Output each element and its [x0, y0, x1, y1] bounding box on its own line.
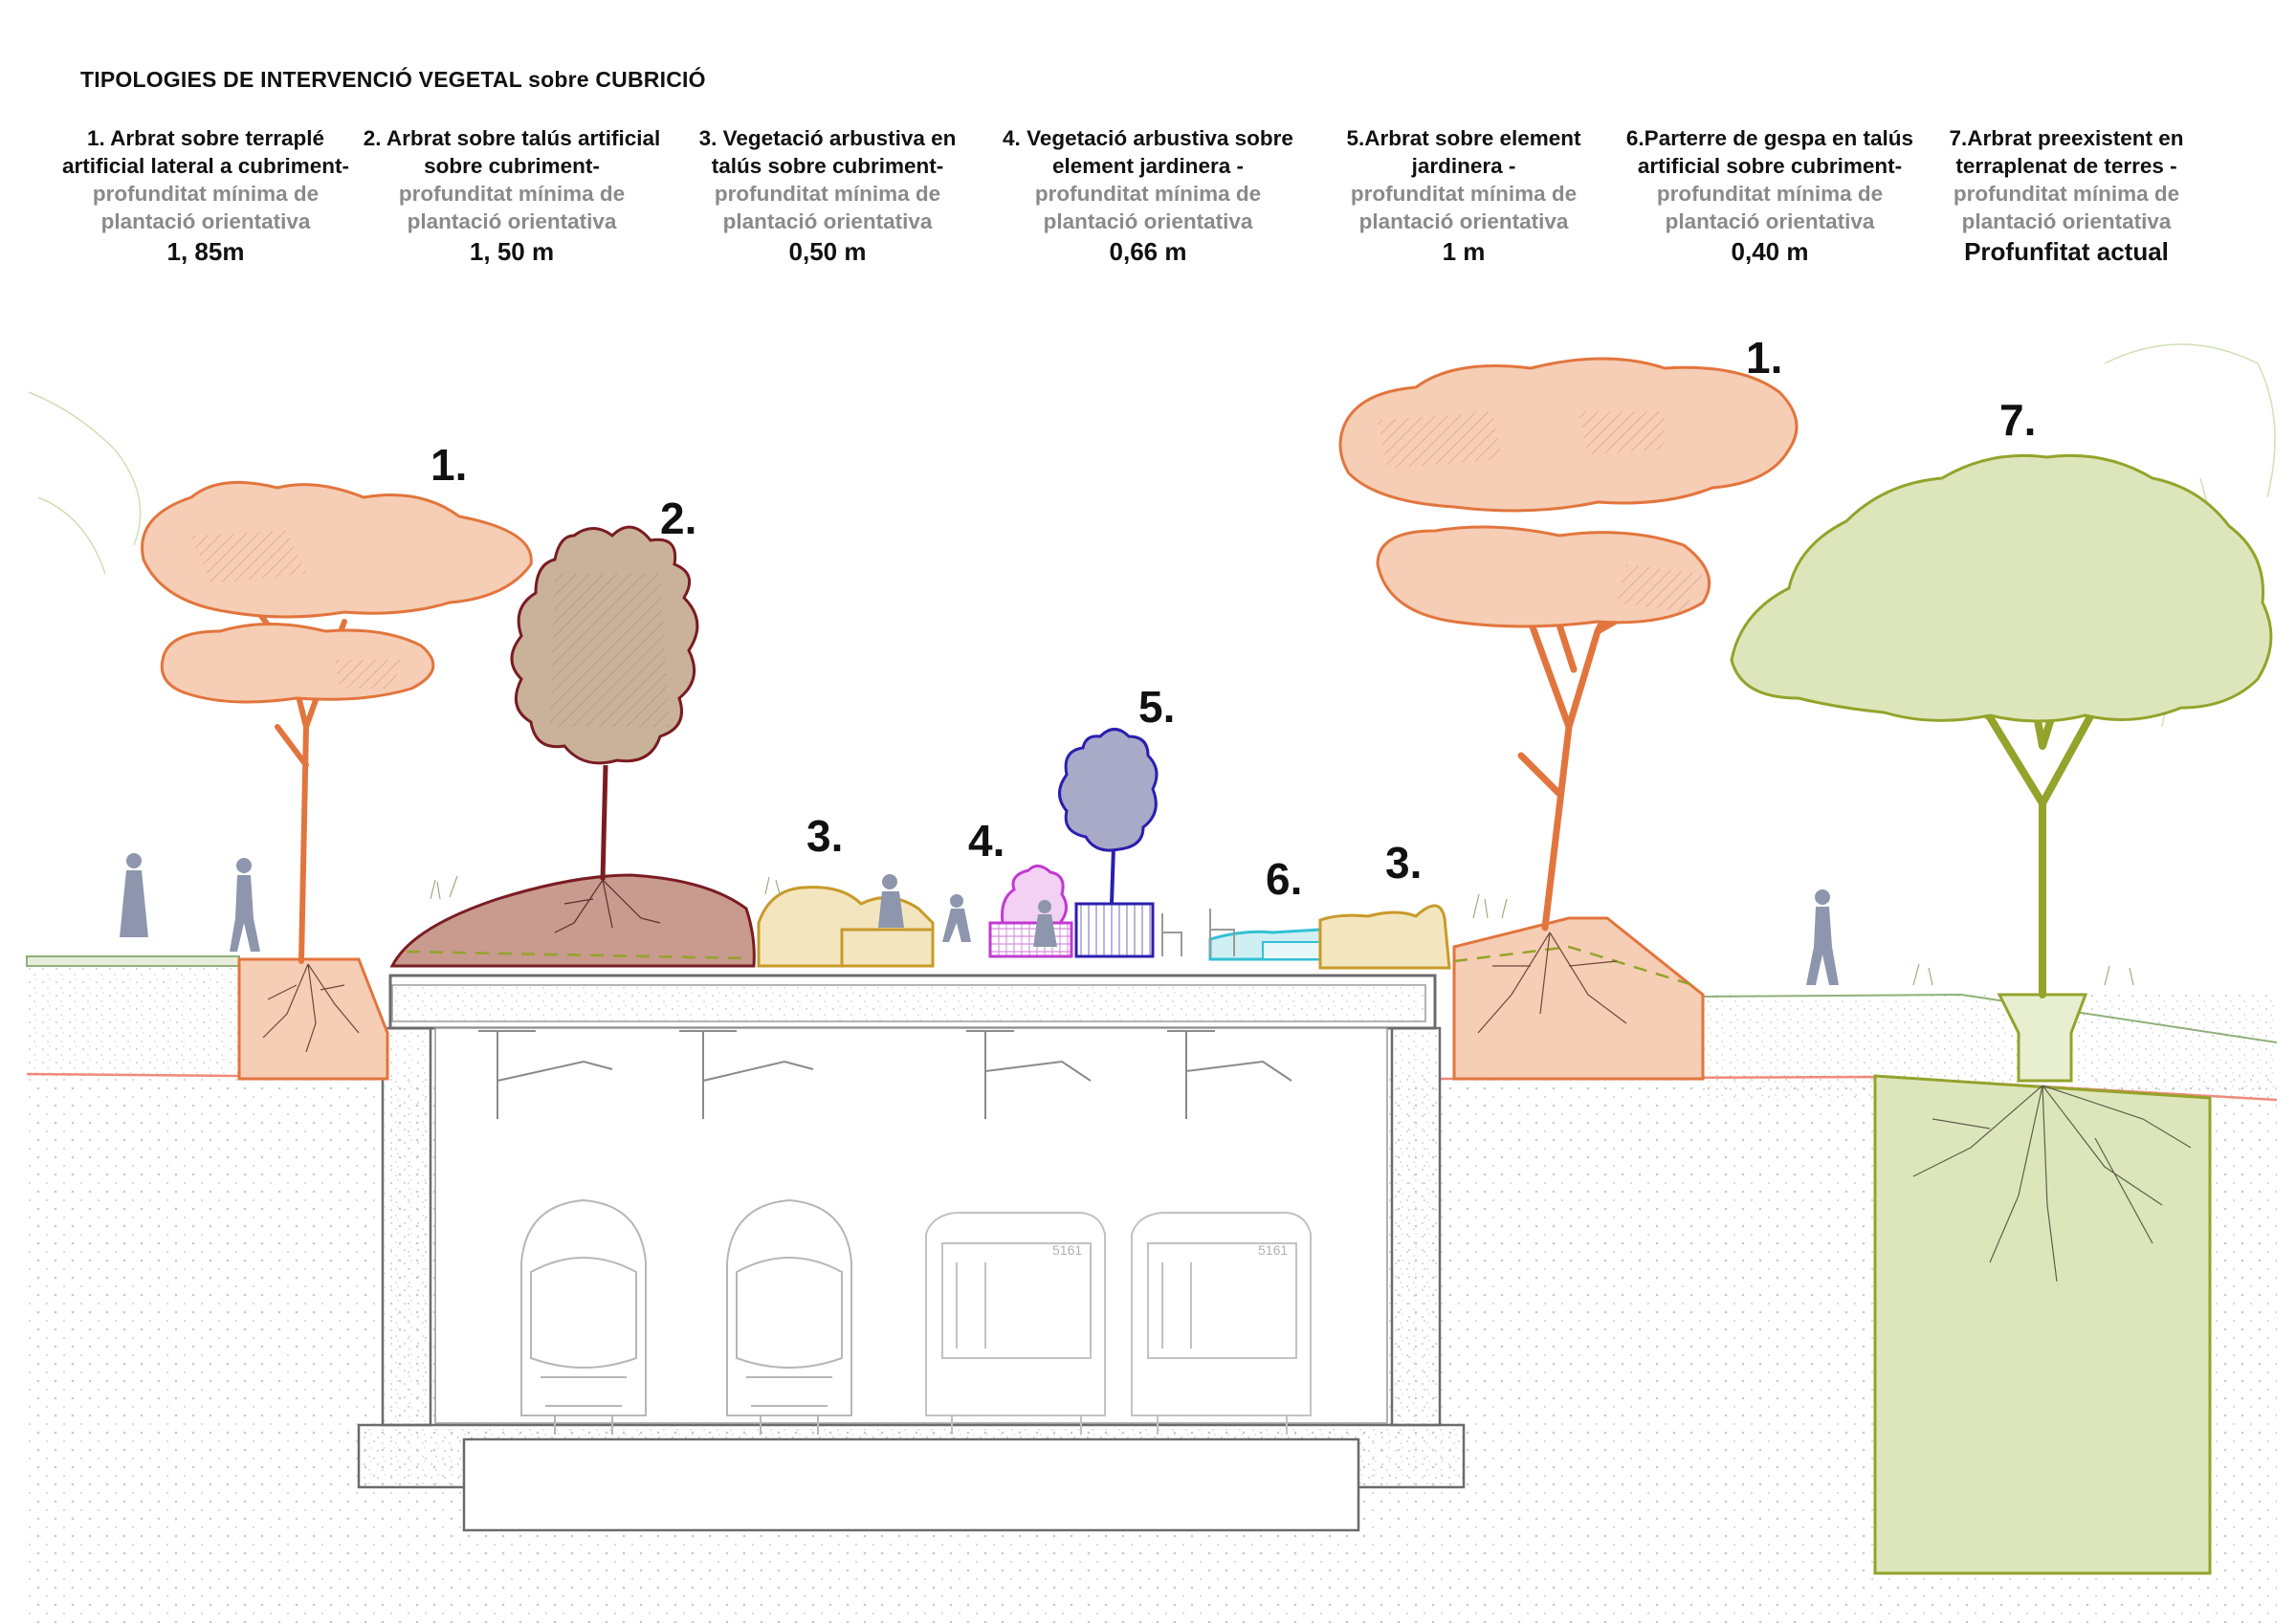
pedestrian-silhouette — [1033, 900, 1057, 947]
legend-subtext: plantació orientativa — [1665, 209, 1875, 233]
legend-column-4: 4. Vegetació arbustiva sobre element jar… — [985, 124, 1311, 266]
legend-depth: 1, 85m — [166, 237, 245, 266]
train-front-1 — [520, 1198, 647, 1435]
shrub-planter-4 — [988, 921, 1073, 958]
legend-heading: terraplenat de terres - — [1955, 154, 2177, 178]
legend-column-3: 3. Vegetació arbustiva en talús sobre cu… — [670, 124, 985, 266]
legend-heading: element jardinera - — [1051, 154, 1245, 178]
legend-subtext: plantació orientativa — [100, 209, 311, 233]
pedestrian-silhouette — [878, 874, 904, 928]
legend-subtext: plantació orientativa — [1043, 209, 1253, 233]
catenary-supports — [478, 1030, 1292, 1119]
shrub-4 — [1001, 865, 1068, 925]
pedestrian-silhouette — [1806, 889, 1839, 985]
legend-subtext: profunditat mínima de — [714, 182, 941, 206]
embankment-planter-1 — [1452, 916, 1705, 1081]
tree-pit-7 — [1997, 993, 2088, 1083]
legend-column-6: 6.Parterre de gespa en talús artificial … — [1607, 124, 1932, 266]
tree-trunk-2 — [600, 764, 608, 881]
canopy-hatch — [1378, 411, 1703, 612]
topsoil-band — [27, 961, 239, 1076]
chairs — [1161, 909, 1235, 956]
soil-dashed-line — [1453, 945, 1694, 987]
tree-roots — [554, 879, 661, 933]
marker-5: 5. — [1138, 682, 1175, 732]
canopy-hatch — [550, 574, 670, 727]
legend-heading: 6.Parterre de gespa en talús — [1625, 126, 1914, 150]
legend-subtext: plantació orientativa — [722, 209, 933, 233]
canopy-hatch — [191, 531, 402, 689]
legend-heading: sobre cubriment- — [424, 154, 600, 178]
tree-canopy-7 — [1730, 453, 2273, 723]
legend-heading: artificial lateral a cubriment- — [61, 154, 350, 178]
train-rear-2 — [1131, 1212, 1312, 1435]
legend-column-7: 7.Arbrat preexistent en terraplenat de t… — [1913, 124, 2219, 266]
legend-column-5: 5.Arbrat sobre element jardinera - profu… — [1306, 124, 1622, 266]
legend-heading: 2. Arbrat sobre talús artificial — [363, 126, 661, 150]
marker-2: 2. — [660, 493, 696, 543]
legend-subtext: plantació orientativa — [1358, 209, 1569, 233]
legend-heading: 1. Arbrat sobre terraplé — [86, 126, 324, 150]
marker-4: 4. — [968, 816, 1004, 866]
legend-subtext: profunditat mínima de — [398, 182, 626, 206]
shrub-planter-3 — [1318, 904, 1451, 970]
marker-6: 6. — [1266, 854, 1302, 904]
tree-trunk-1 — [1489, 532, 1668, 932]
pedestrian-silhouette — [942, 894, 971, 942]
legend-subtext: profunditat mínima de — [1034, 182, 1262, 206]
street-surface — [26, 955, 240, 967]
tree-roots — [262, 963, 360, 1053]
legend-subtext: plantació orientativa — [1961, 209, 2172, 233]
marker-3-right: 3. — [1385, 838, 1422, 888]
train-number: 5161 — [1258, 1242, 1288, 1258]
planter-pit-1 — [237, 957, 389, 1081]
legend-heading: 7.Arbrat preexistent en — [1949, 126, 2184, 150]
tree-canopy-5 — [1058, 728, 1159, 852]
legend-heading: 4. Vegetació arbustiva sobre — [1003, 126, 1293, 150]
legend-depth: Profunfitat actual — [1964, 237, 2169, 266]
train-number: 5161 — [1052, 1242, 1082, 1258]
legend-depth: 0,66 m — [1109, 237, 1187, 266]
tree-planter-5 — [1074, 902, 1155, 958]
tree-canopy-1 — [141, 480, 533, 619]
marker-1-left: 1. — [430, 440, 467, 490]
mound-planter-2 — [389, 873, 756, 968]
diagram-title: TIPOLOGIES DE INTERVENCIÓ VEGETAL sobre … — [80, 67, 706, 92]
tree-roots — [1912, 1085, 2192, 1283]
legend-column-1: 1. Arbrat sobre terraplé artificial late… — [43, 124, 368, 266]
tree-roots — [1477, 932, 1627, 1034]
shrub-planter-3 — [840, 928, 935, 968]
legend-heading: talús sobre cubriment- — [711, 154, 944, 178]
legend-column-2: 2. Arbrat sobre talús artificial sobre c… — [349, 124, 674, 266]
marker-7: 7. — [1999, 395, 2036, 445]
marker-1-right: 1. — [1746, 333, 1782, 383]
lawn-planter-6 — [1262, 941, 1321, 960]
pedestrian-silhouette — [230, 858, 260, 952]
legend-subtext: profunditat mínima de — [1656, 182, 1884, 206]
legend-subtext: profunditat mínima de — [1953, 182, 2180, 206]
legend-depth: 0,50 m — [788, 237, 867, 266]
legend-subtext: profunditat mínima de — [1350, 182, 1578, 206]
legend-depth: 0,40 m — [1731, 237, 1809, 266]
legend-heading: 5.Arbrat sobre element — [1346, 126, 1581, 150]
train-front-2 — [726, 1198, 852, 1435]
grass-line — [1702, 993, 2278, 1043]
pedestrian-silhouette — [120, 853, 148, 956]
legend-depth: 1 m — [1442, 237, 1486, 266]
legend-subtext: plantació orientativa — [407, 209, 617, 233]
tree-trunk-5 — [1110, 845, 1115, 905]
soil-dashed-line — [406, 950, 747, 960]
legend-subtext: profunditat mínima de — [92, 182, 320, 206]
legend-heading: artificial sobre cubriment- — [1637, 154, 1903, 178]
train-rear-1 — [925, 1212, 1106, 1435]
tree-canopy-1 — [1338, 357, 1799, 513]
existing-root-zone-7 — [1873, 1074, 2212, 1575]
legend-heading: 3. Vegetació arbustiva en — [698, 126, 957, 150]
vegetation-tufts — [430, 875, 2134, 986]
marker-3-left: 3. — [806, 811, 843, 861]
legend-depth: 1, 50 m — [469, 237, 555, 266]
legend-heading: jardinera - — [1411, 154, 1516, 178]
tunnel-structure — [357, 974, 1466, 1532]
